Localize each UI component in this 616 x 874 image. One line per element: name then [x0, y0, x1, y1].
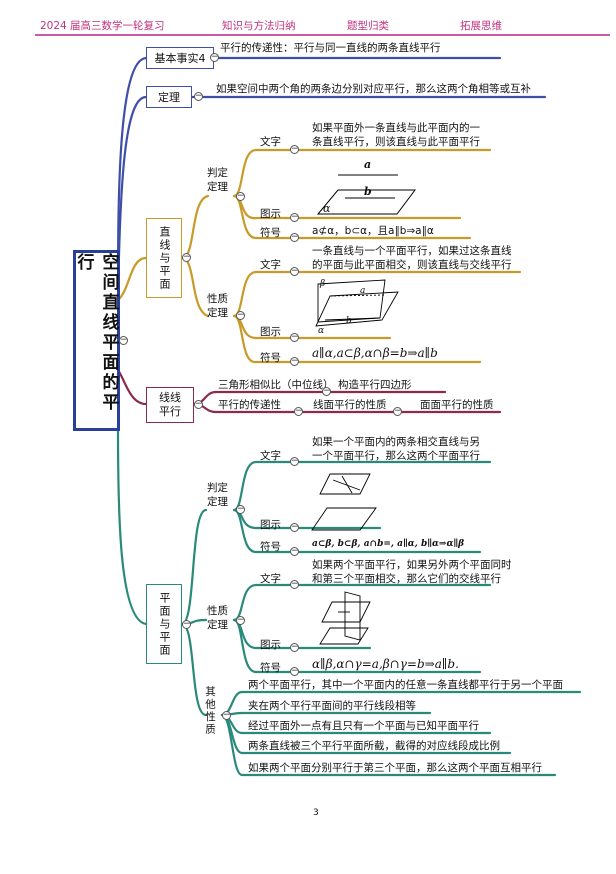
pp-other-item-1: 两个平面平行，其中一个平面内的任意一条直线都平行于另一个平面: [248, 679, 563, 691]
header-divider: [35, 34, 610, 36]
lp-prop-collapse-icon[interactable]: −: [236, 310, 245, 320]
lp-prop-fig-alpha: α: [318, 326, 325, 336]
pp-judge-fig-label: 图示: [260, 519, 281, 531]
fact4-text: 平行的传递性：平行与同一直线的两条直线平行: [220, 42, 441, 54]
lp-judge-text-icon[interactable]: −: [290, 144, 299, 154]
plane-plane-prop-figure: [319, 591, 371, 645]
pp-prop-text2: 和第三个平面相交，那么它们的交线平行: [312, 573, 501, 585]
pp-other-item-5: 如果两个平面分别平行于第三个平面，那么这两个平面互相平行: [248, 762, 542, 774]
pp-prop-label: 性质定理: [207, 605, 228, 631]
tab-knowledge[interactable]: 知识与方法归纳: [222, 20, 296, 32]
pp-judge-text-label: 文字: [260, 450, 281, 462]
line-line-r2c: 面面平行的性质: [420, 399, 494, 411]
line-plane-prop-figure: [315, 279, 399, 327]
branch-theorem[interactable]: 定理: [146, 86, 192, 108]
pp-prop-collapse-icon[interactable]: −: [236, 615, 245, 625]
lp-prop-fig-a: a: [360, 286, 366, 296]
pp-prop-text1: 如果两个平面平行，如果另外两个平面同时: [312, 559, 512, 571]
line-plane-collapse-icon[interactable]: −: [182, 252, 191, 262]
header-title: 2024 届高三数学一轮复习: [40, 20, 165, 32]
pp-other-label: 其他性质: [204, 686, 216, 736]
lp-judge-symbol: a⊄α，b⊂α，且a∥b⇒a∥α: [312, 225, 434, 237]
line-line-r1b: 构造平行四边形: [338, 379, 412, 391]
lp-prop-fig-beta: β: [320, 279, 326, 289]
root-node[interactable]: 空间直线平面的平行: [73, 250, 120, 431]
theorem-collapse-icon[interactable]: −: [194, 91, 203, 101]
line-line-r1-icon[interactable]: −: [322, 386, 331, 396]
lp-prop-fig-b: b: [346, 316, 352, 326]
lp-judge-fig-label: 图示: [260, 208, 281, 220]
pp-prop-sym-label: 符号: [260, 662, 281, 674]
pp-judge-text-icon[interactable]: −: [290, 456, 299, 466]
lp-judge-fig-alpha: α: [323, 202, 331, 215]
line-plane-judge-figure: [316, 174, 416, 215]
pp-prop-fig-icon[interactable]: −: [290, 642, 299, 652]
lp-prop-fig-icon[interactable]: −: [290, 332, 299, 342]
pp-other-item-2: 夹在两个平行平面间的平行线段相等: [248, 700, 416, 712]
line-line-r2-icon[interactable]: −: [294, 406, 303, 416]
pp-judge-text1: 如果一个平面内的两条相交直线与另: [312, 436, 480, 448]
branch-plane-plane[interactable]: 平面与平面: [146, 584, 182, 664]
tab-extension[interactable]: 拓展思维: [460, 20, 502, 32]
lp-judge-text2: 条直线平行，则该直线与此平面平行: [312, 136, 480, 148]
pp-other-item-4: 两条直线被三个平行平面所截，截得的对应线段成比例: [248, 740, 500, 752]
line-line-r2b: 线面平行的性质: [313, 399, 387, 411]
lp-prop-text2: 的平面与此平面相交，则该直线与交线平行: [312, 259, 512, 271]
lp-prop-text-label: 文字: [260, 259, 281, 271]
line-line-r2a: 平行的传递性: [218, 399, 281, 411]
lp-prop-sym-label: 符号: [260, 352, 281, 364]
pp-judge-sym-icon[interactable]: −: [290, 546, 299, 556]
page-number: 3: [313, 808, 319, 818]
fact4-collapse-icon[interactable]: −: [210, 52, 219, 62]
lp-judge-sym-label: 符号: [260, 227, 281, 239]
lp-prop-fig-label: 图示: [260, 326, 281, 338]
branch-line-line[interactable]: 线线平行: [146, 387, 194, 423]
pp-prop-sym-icon[interactable]: −: [290, 666, 299, 676]
lp-judge-fig-icon[interactable]: −: [290, 212, 299, 222]
pp-judge-fig-icon[interactable]: −: [290, 522, 299, 532]
pp-judge-label: 判定定理: [207, 482, 228, 508]
pp-prop-text-icon[interactable]: −: [290, 579, 299, 589]
lp-judge-fig-b: b: [364, 185, 372, 198]
pp-judge-sym-label: 符号: [260, 541, 281, 553]
lp-prop-text1: 一条直线与一个平面平行，如果过这条直线: [312, 245, 512, 257]
lp-prop-text-icon[interactable]: −: [290, 266, 299, 276]
line-plane-judge-label: 判定定理: [207, 167, 228, 193]
lp-judge-collapse-icon[interactable]: −: [236, 191, 245, 201]
pp-other-collapse-icon[interactable]: −: [222, 710, 231, 720]
lp-prop-symbol: a∥α,a⊂β,α∩β=b⇒a∥b: [312, 346, 438, 360]
pp-judge-collapse-icon[interactable]: −: [236, 504, 245, 514]
plane-plane-collapse-icon[interactable]: −: [182, 619, 191, 629]
lp-prop-sym-icon[interactable]: −: [290, 356, 299, 366]
theorem-text: 如果空间中两个角的两条边分别对应平行，那么这两个角相等或互补: [216, 83, 531, 95]
lp-judge-fig-a: a: [364, 158, 372, 171]
line-line-r1a: 三角形相似比（中位线）: [218, 379, 334, 391]
root-collapse-icon[interactable]: −: [119, 335, 128, 345]
branch-line-plane[interactable]: 直线与平面: [146, 218, 182, 298]
pp-judge-text2: 一个平面平行，那么这两个平面平行: [312, 450, 480, 462]
line-plane-prop-label: 性质定理: [207, 293, 228, 319]
pp-other-item-3: 经过平面外一点有且只有一个平面与已知平面平行: [248, 720, 479, 732]
pp-prop-text-label: 文字: [260, 573, 281, 585]
branch-fact4[interactable]: 基本事实4: [146, 47, 214, 69]
line-line-r2b-icon[interactable]: −: [393, 406, 402, 416]
lp-judge-text-label: 文字: [260, 136, 281, 148]
pp-prop-fig-label: 图示: [260, 639, 281, 651]
lp-judge-sym-icon[interactable]: −: [290, 232, 299, 242]
pp-judge-symbol: a⊂β, b⊂β, a∩b=, a∥α, b∥α⇒α∥β: [312, 539, 465, 549]
plane-plane-judge-figure: [311, 473, 377, 531]
pp-prop-symbol: α∥β,α∩γ=a,β∩γ=b⇒a∥b.: [312, 657, 459, 671]
lp-judge-text1: 如果平面外一条直线与此平面内的一: [312, 122, 480, 134]
line-line-collapse-icon[interactable]: −: [194, 399, 203, 409]
tab-question-types[interactable]: 题型归类: [347, 20, 389, 32]
